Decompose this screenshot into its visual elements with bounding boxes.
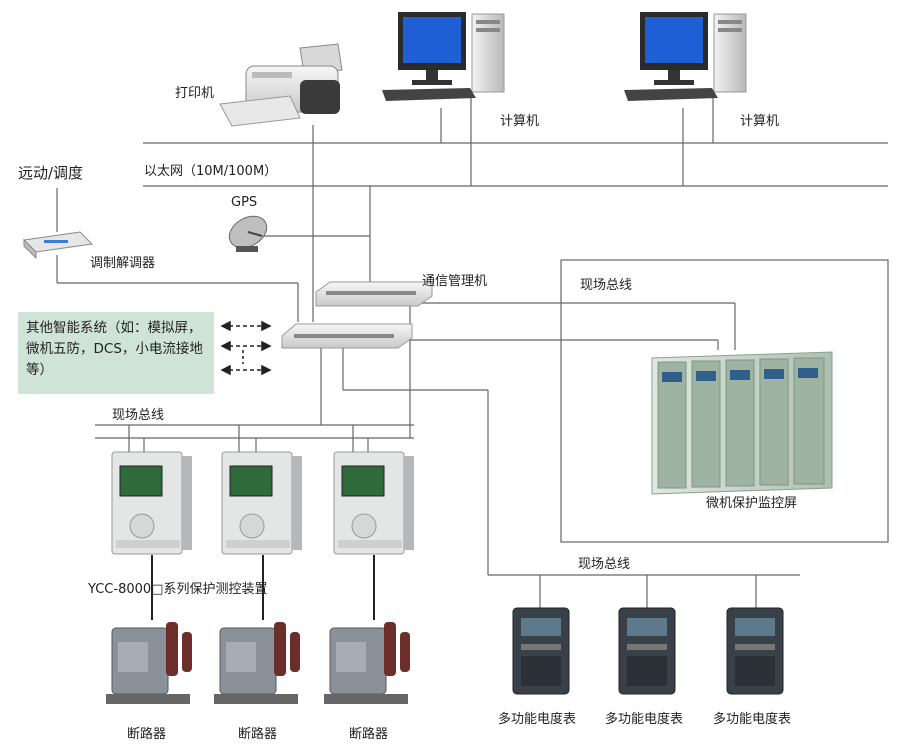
other-systems-box: 其他智能系统（如：模拟屏，微机五防，DCS，小电流接地等） (18, 312, 214, 394)
meter-2-icon (618, 607, 676, 695)
ycc-device-label: YCC-8000□系列保护测控装置 (88, 582, 268, 597)
connection-lines (56, 95, 889, 620)
modem-label: 调制解调器 (90, 256, 156, 271)
computer-2-icon (624, 12, 747, 101)
computer-2-label: 计算机 (740, 114, 780, 129)
relay-device-2-icon (221, 451, 302, 555)
ethernet-label: 以太网（10M/100M） (144, 164, 278, 179)
gps-label: GPS (231, 195, 258, 210)
field-bus-right-label: 现场总线 (580, 278, 633, 293)
computer-1-label: 计算机 (500, 114, 540, 129)
protection-screen-label: 微机保护监控屏 (706, 496, 798, 511)
relay-device-3-icon (333, 451, 414, 555)
breaker-2-label: 断路器 (238, 727, 278, 742)
meter-3-label: 多功能电度表 (713, 712, 792, 727)
breaker-1-label: 断路器 (127, 727, 167, 742)
gps-dish-icon (228, 215, 268, 252)
field-bus-left-label: 现场总线 (112, 408, 165, 423)
bidirectional-arrows (220, 320, 272, 376)
relay-device-1-icon (111, 451, 192, 555)
breaker-1-icon (106, 622, 192, 704)
printer-icon (219, 43, 343, 127)
modem-icon (22, 231, 94, 260)
remote-dispatch-label: 远动/调度 (18, 164, 84, 182)
computer-1-icon (382, 12, 505, 101)
breaker-2-icon (214, 622, 300, 704)
other-systems-label: 其他智能系统（如：模拟屏，微机五防，DCS，小电流接地等） (26, 320, 203, 378)
breaker-3-icon (324, 622, 410, 704)
meter-1-label: 多功能电度表 (498, 712, 577, 727)
meter-2-label: 多功能电度表 (605, 712, 684, 727)
comm-manager-upper-icon (315, 281, 433, 307)
protection-cabinet-icon (651, 351, 833, 495)
field-bus-bottom-label: 现场总线 (578, 557, 631, 572)
comm-manager-lower-icon (281, 323, 413, 349)
breaker-3-label: 断路器 (349, 727, 389, 742)
meter-3-icon (726, 607, 784, 695)
meter-1-icon (512, 607, 570, 695)
printer-label: 打印机 (175, 86, 215, 101)
comm-manager-label: 通信管理机 (422, 274, 488, 289)
